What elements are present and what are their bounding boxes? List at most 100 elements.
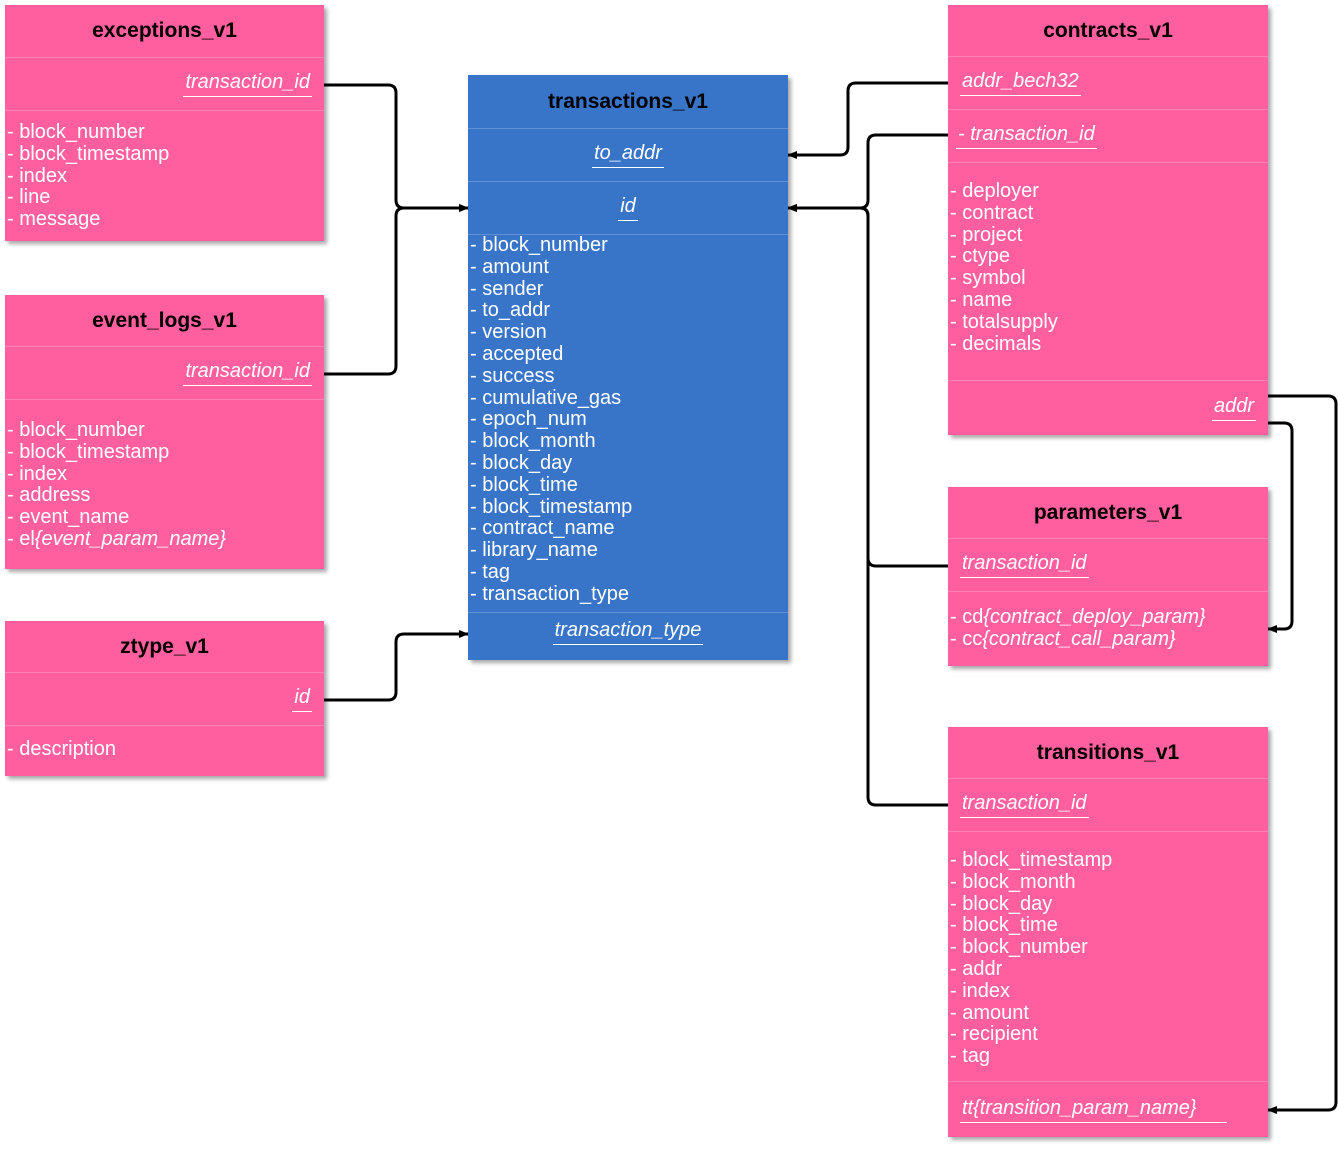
primary-key-section: id: [468, 182, 788, 235]
entity-ztype[interactable]: ztype_v1 id - description: [5, 621, 324, 776]
field: - name: [950, 288, 1013, 311]
field: - index: [950, 979, 1011, 1002]
field-list: - block_timestamp - block_month - block_…: [950, 849, 1268, 1068]
entity-title: event_logs_v1: [5, 295, 324, 347]
field: - success: [470, 364, 555, 387]
field: - version: [470, 321, 547, 344]
primary-key-section: transaction_id: [5, 58, 324, 111]
field: - transaction_type: [470, 582, 629, 605]
field-list: - cd{contract_deploy_param} - cc{contrac…: [950, 606, 1268, 651]
key-transaction-id: transaction_id: [960, 792, 1089, 818]
field: - tag: [950, 1045, 991, 1068]
foreign-key-section: transaction_type: [468, 613, 788, 660]
field: - sender: [470, 277, 544, 300]
field-list: - deployer - contract - project - ctype …: [950, 180, 1268, 355]
field: - block_number: [7, 121, 145, 143]
field: - ctype: [950, 245, 1011, 268]
field: - block_number: [470, 234, 608, 256]
foreign-key-section: transaction_id: [948, 539, 1268, 592]
field: - address: [7, 484, 91, 507]
field: - index: [7, 164, 68, 187]
link-contracts-addr-parameters: [1267, 421, 1294, 633]
fields-section: - cd{contract_deploy_param} - cc{contrac…: [948, 592, 1268, 651]
primary-key-section: transaction_id: [5, 347, 324, 400]
field: - block_day: [950, 892, 1053, 915]
entity-exceptions[interactable]: exceptions_v1 transaction_id - block_num…: [5, 5, 324, 241]
fields-section: - block_number - block_timestamp - index…: [5, 400, 324, 551]
link-exceptions-transactions: [324, 83, 469, 212]
foreign-key-section: - transaction_id: [948, 110, 1268, 163]
field: - description: [7, 738, 116, 760]
fields-section: - deployer - contract - project - ctype …: [948, 163, 1268, 381]
field-list: - block_number - block_timestamp - index…: [7, 419, 324, 551]
field: - block_timestamp: [7, 440, 170, 463]
field: - block_month: [950, 870, 1076, 893]
field: - recipient: [950, 1023, 1038, 1046]
key-id: id: [292, 686, 312, 712]
field: - block_time: [470, 473, 578, 496]
key-section: tt{transition_param_name}: [948, 1082, 1268, 1137]
entity-title: transactions_v1: [468, 75, 788, 129]
field: - block_timestamp: [7, 142, 170, 165]
entity-title: transitions_v1: [948, 727, 1268, 779]
field: - contract_name: [470, 517, 615, 540]
primary-key-section: id: [5, 673, 324, 726]
field: - deployer: [950, 180, 1039, 202]
field: - contract: [950, 201, 1034, 224]
field: - block_day: [470, 451, 573, 474]
fields-section: - block_number - amount - sender - to_ad…: [468, 234, 788, 613]
key-id: id: [618, 195, 638, 221]
field-list: - block_number - block_timestamp - index…: [7, 121, 324, 231]
field: - decimals: [950, 332, 1042, 355]
field-list: - description: [7, 738, 324, 761]
entity-title: ztype_v1: [5, 621, 324, 673]
link-contracts-transaction-id: [787, 133, 948, 212]
fields-section: - block_timestamp - block_month - block_…: [948, 832, 1268, 1082]
entity-parameters[interactable]: parameters_v1 transaction_id - cd{contra…: [948, 487, 1268, 666]
foreign-key-section: transaction_id: [948, 779, 1268, 832]
field: - amount: [950, 1001, 1029, 1024]
field: - block_timestamp: [470, 495, 633, 518]
key-transaction-id: transaction_id: [960, 552, 1089, 578]
field: - block_number: [950, 936, 1088, 959]
key-transaction-id: transaction_id: [183, 71, 312, 97]
field: - message: [7, 208, 101, 231]
field: - accepted: [470, 342, 564, 365]
field: - cumulative_gas: [470, 386, 622, 409]
field: - block_timestamp: [950, 849, 1113, 871]
field-list: - block_number - amount - sender - to_ad…: [470, 234, 788, 606]
field: - block_month: [470, 430, 596, 453]
fields-section: - description: [5, 726, 324, 761]
field: - totalsupply: [950, 310, 1058, 333]
link-ztype-transactions: [324, 630, 469, 702]
primary-key-section: addr_bech32: [948, 57, 1268, 110]
field: - block_time: [950, 914, 1058, 937]
param-field: - cc{contract_call_param}: [950, 627, 1176, 650]
field: - library_name: [470, 539, 598, 562]
field: - project: [950, 223, 1023, 246]
field: - index: [7, 462, 68, 485]
entity-contracts[interactable]: contracts_v1 addr_bech32 - transaction_i…: [948, 5, 1268, 435]
entity-event-logs[interactable]: event_logs_v1 transaction_id - block_num…: [5, 295, 324, 569]
entity-title: exceptions_v1: [5, 5, 324, 58]
field: - amount: [470, 255, 549, 278]
entity-title: parameters_v1: [948, 487, 1268, 539]
link-transitions-transaction-id: [787, 204, 948, 807]
field: - block_number: [7, 419, 145, 441]
entity-transitions[interactable]: transitions_v1 transaction_id - block_ti…: [948, 727, 1268, 1137]
field: - symbol: [950, 267, 1026, 290]
entity-transactions[interactable]: transactions_v1 to_addr id - block_numbe…: [468, 75, 788, 660]
key-transaction-type: transaction_type: [552, 619, 704, 645]
key-addr: addr: [1211, 395, 1256, 421]
key-transaction-id: - transaction_id: [956, 123, 1097, 149]
link-contracts-addr-transitions: [1267, 394, 1338, 1114]
field: - to_addr: [470, 299, 551, 322]
fields-section: - block_number - block_timestamp - index…: [5, 111, 324, 231]
key-transaction-id: transaction_id: [183, 360, 312, 386]
key-section: addr: [948, 381, 1268, 435]
param-field: - cd{contract_deploy_param}: [950, 606, 1206, 628]
link-event-logs-transactions: [324, 204, 469, 376]
field: - event_name: [7, 506, 130, 529]
key-transition-param: tt{transition_param_name}: [960, 1097, 1227, 1123]
